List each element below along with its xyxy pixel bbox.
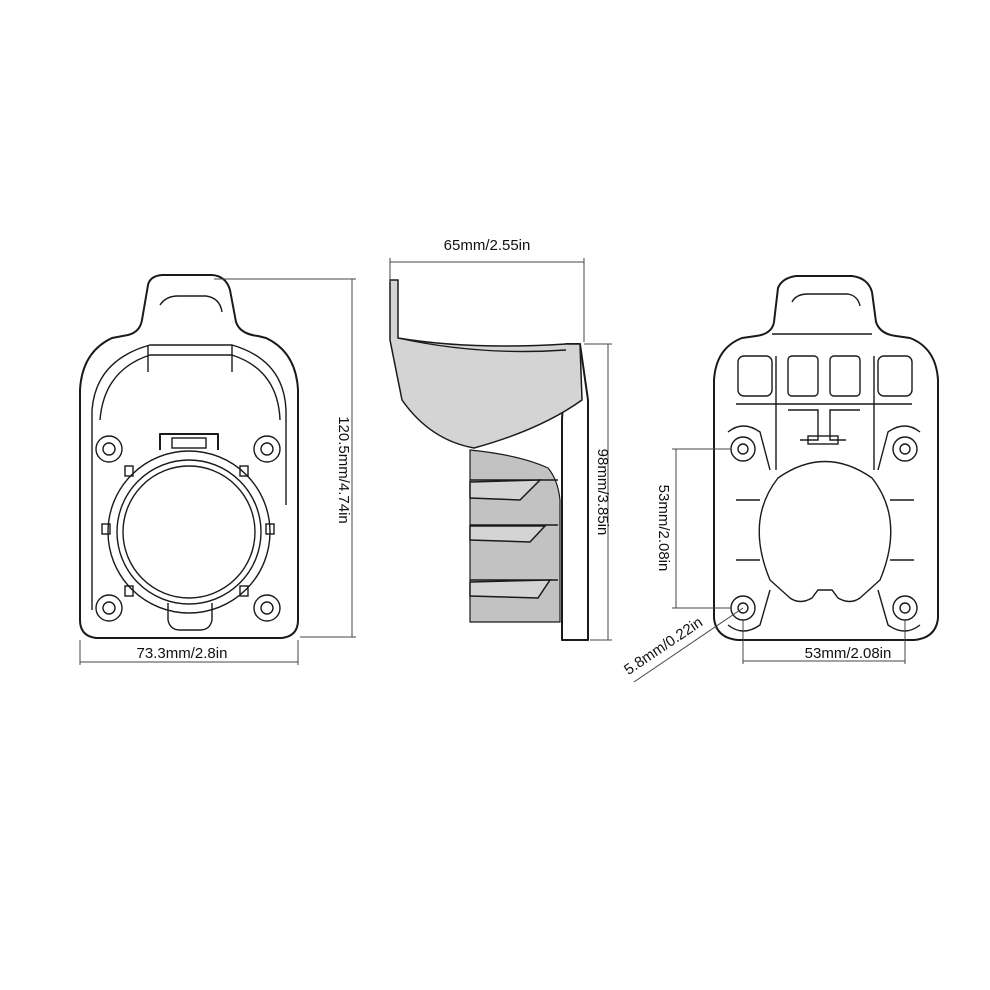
front-width-dimension: 73.3mm/2.8in <box>79 640 299 665</box>
back-rib-grid <box>736 355 914 561</box>
back-horizontal-label: 53mm/2.08in <box>805 645 892 662</box>
front-hood-inner-2 <box>99 354 281 421</box>
socket-nub <box>239 585 249 597</box>
mount-hole-inner <box>737 602 749 614</box>
back-central-opening <box>758 460 892 603</box>
side-hood-shell <box>389 279 583 449</box>
socket-latch-slot <box>171 437 207 449</box>
socket-bottom-tab <box>167 603 213 631</box>
socket-nub <box>239 465 249 477</box>
back-vertical-dimension: 53mm/2.08in <box>655 448 731 609</box>
screw-hole-inner <box>102 442 116 456</box>
socket-middle-ring <box>116 459 262 605</box>
front-tab-inner <box>159 295 223 313</box>
mount-hole-inner <box>899 443 911 455</box>
socket-nub <box>101 523 111 535</box>
side-fin <box>469 579 552 599</box>
screw-hole-icon <box>95 594 123 622</box>
back-view: 53mm/2.08in 53mm/2.08in 5.8mm/0.22in <box>621 275 939 683</box>
back-vertical-label: 53mm/2.08in <box>655 485 672 572</box>
front-socket <box>101 433 275 631</box>
socket-nub <box>124 465 134 477</box>
side-depth-dimension: 65mm/2.55in <box>389 237 585 342</box>
back-hole-diameter-label: 5.8mm/0.22in <box>621 614 706 679</box>
back-horizontal-dimension: 53mm/2.08in <box>742 620 906 664</box>
side-fin <box>469 479 542 501</box>
mount-hole-inner <box>899 602 911 614</box>
front-housing-outline <box>79 274 299 639</box>
front-screw-holes <box>95 435 281 622</box>
socket-nub <box>124 585 134 597</box>
front-height-dimension: 120.5mm/4.74in <box>214 278 356 638</box>
side-height-dimension: 98mm/3.85in <box>584 343 612 641</box>
socket-outer-ring <box>107 450 271 614</box>
back-center-slot <box>807 435 839 445</box>
screw-hole-icon <box>253 435 281 463</box>
screw-hole-icon <box>95 435 123 463</box>
side-fin <box>469 525 547 543</box>
side-view: 65mm/2.55in 98mm/3.85in <box>389 237 612 641</box>
back-tab-inner <box>791 293 861 307</box>
side-hood-edge <box>397 337 567 353</box>
screw-hole-inner <box>260 601 274 615</box>
mount-hole-inner <box>737 443 749 455</box>
socket-nub <box>265 523 275 535</box>
front-height-label: 120.5mm/4.74in <box>335 416 352 524</box>
mount-hole-icon <box>892 436 918 462</box>
front-view: 73.3mm/2.8in 120.5mm/4.74in <box>79 274 356 665</box>
side-depth-label: 65mm/2.55in <box>444 237 531 254</box>
screw-hole-inner <box>102 601 116 615</box>
screw-hole-icon <box>253 594 281 622</box>
screw-hole-inner <box>260 442 274 456</box>
side-height-label: 98mm/3.85in <box>594 449 611 536</box>
socket-inner-ring <box>122 465 256 599</box>
back-plate-outline <box>713 275 939 641</box>
front-width-label: 73.3mm/2.8in <box>137 645 228 662</box>
